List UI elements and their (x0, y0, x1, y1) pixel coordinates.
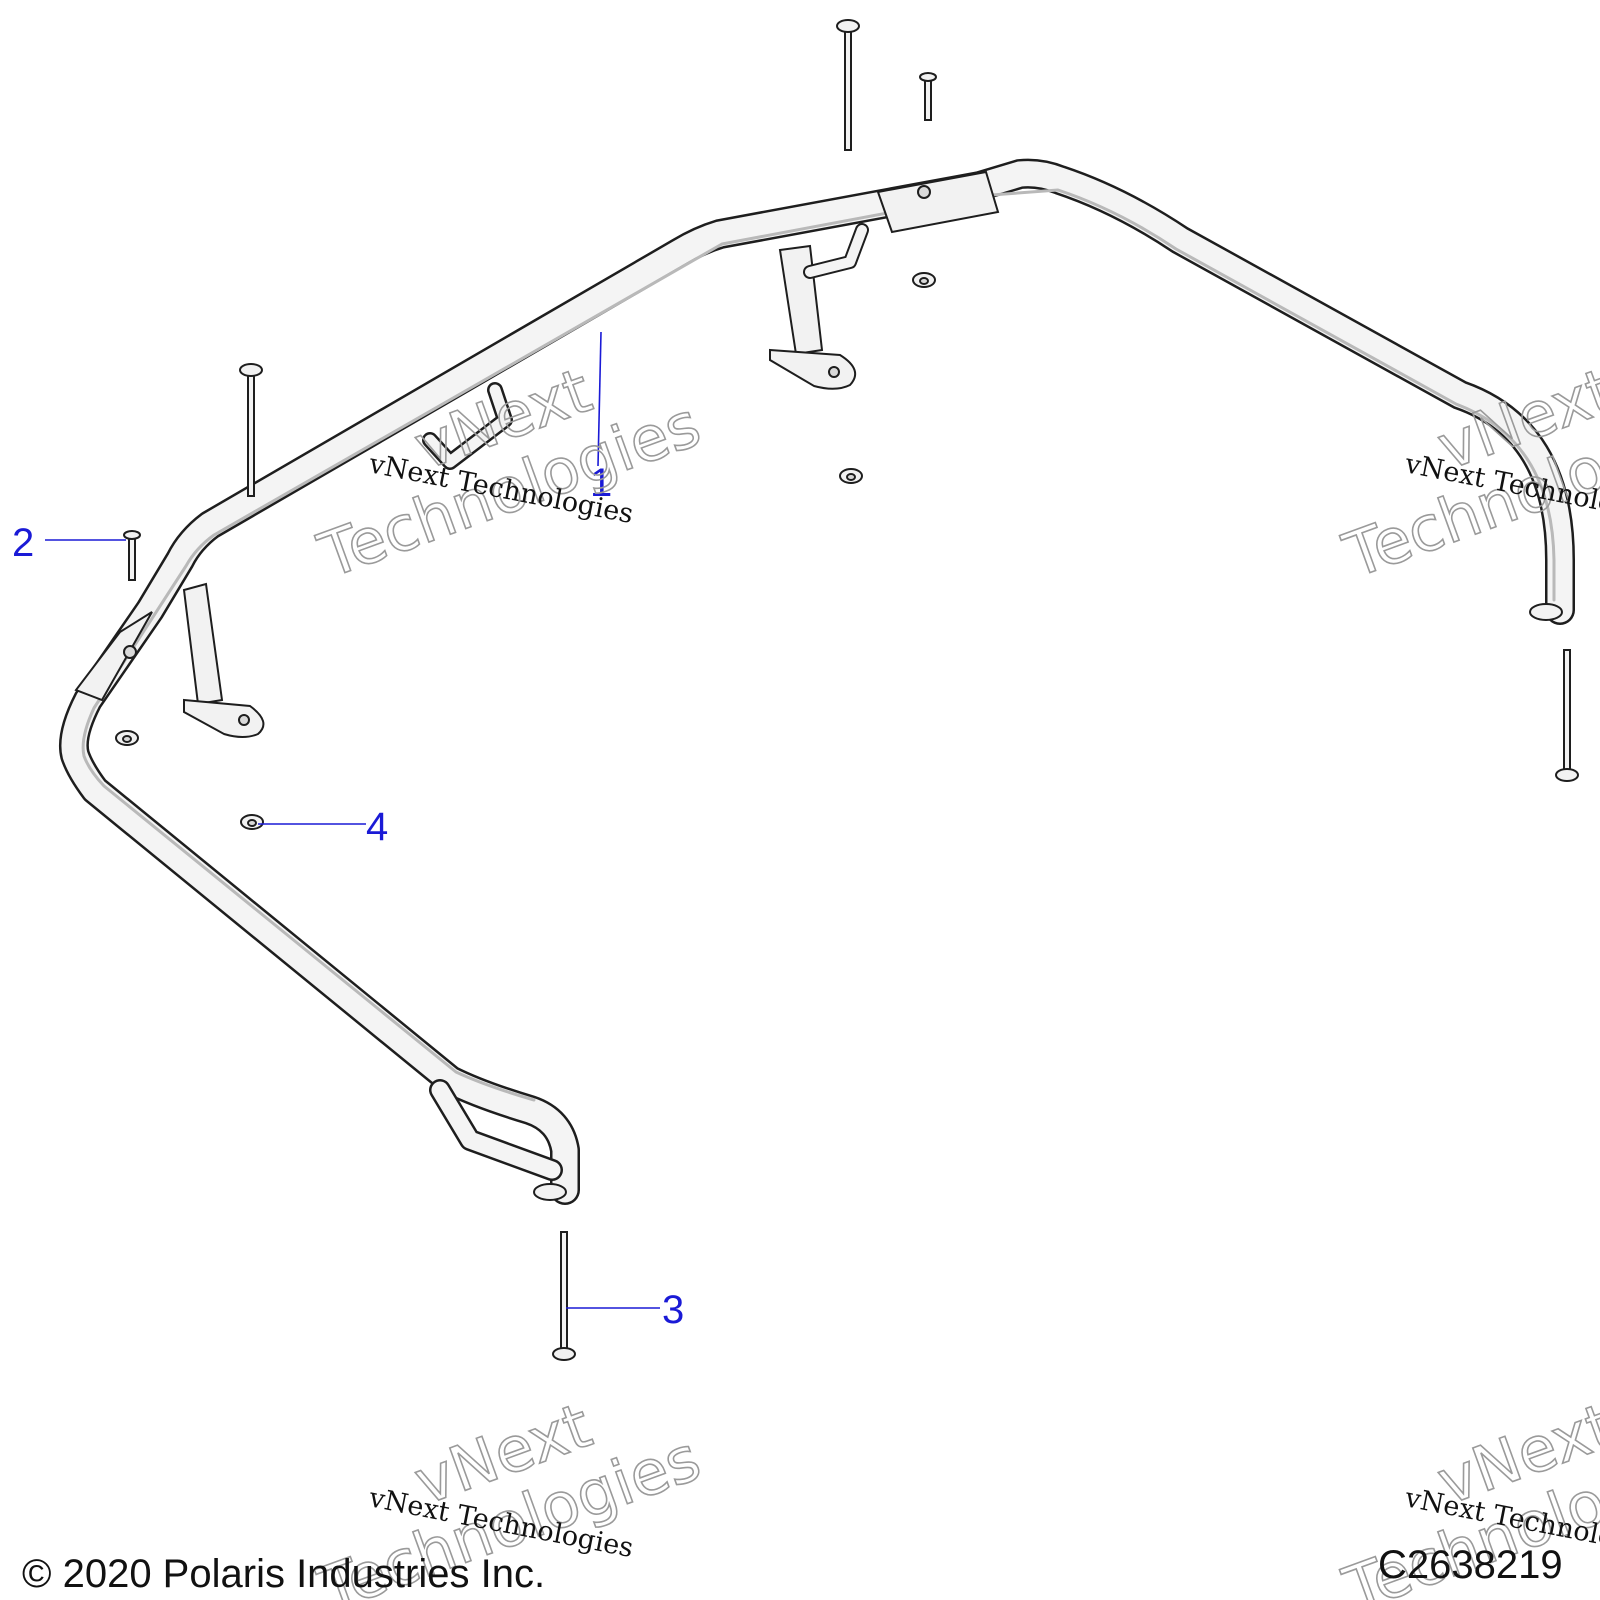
nut-insert-a (912, 272, 936, 288)
callout-3-label: 3 (662, 1288, 684, 1332)
watermark-upper-left: vNext Technologies vNext Technologies (308, 353, 710, 593)
long-bolt-right (1555, 649, 1579, 782)
nut-insert-d (240, 814, 264, 830)
nut-insert-c (115, 730, 139, 746)
support-leg-center (769, 223, 869, 390)
short-screw-left (123, 530, 141, 581)
tube-joint-sleeve-top (876, 170, 1000, 234)
callout-2-label: 2 (12, 521, 34, 565)
callout-1-label: 1 (590, 461, 612, 505)
callout-4-label: 4 (366, 805, 388, 849)
drawing-number: C2638219 (1378, 1543, 1563, 1587)
grab-handle-loop (422, 382, 513, 470)
tube-joint-sleeve-left (74, 611, 153, 702)
long-bolt-left (239, 363, 263, 497)
callout-1-leader (597, 331, 602, 467)
long-bolt-bottom (552, 1231, 576, 1361)
long-bolt-top (836, 19, 860, 151)
rack-tube (58, 158, 1575, 1205)
support-leg-left (182, 582, 265, 738)
short-screw-top (919, 72, 937, 121)
copyright-notice: © 2020 Polaris Industries Inc. (22, 1552, 546, 1596)
nut-insert-b (839, 468, 863, 484)
